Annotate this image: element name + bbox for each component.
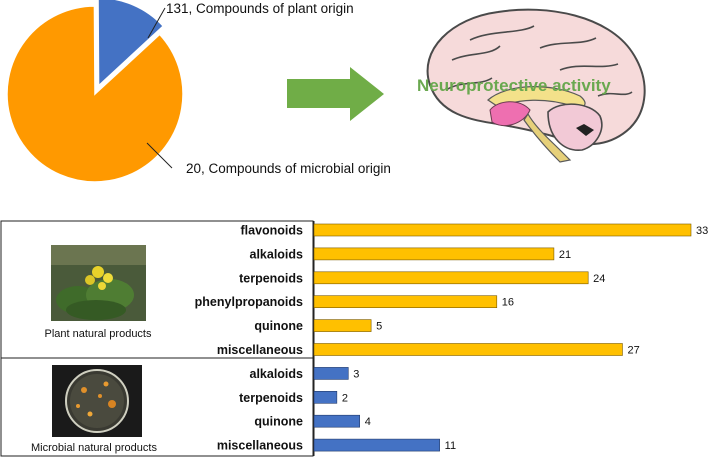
- bar-plant-alkaloids: [313, 247, 555, 261]
- category-label-miscellaneous: miscellaneous: [217, 439, 303, 453]
- cerebellum-shape: [547, 103, 603, 151]
- plant-photo: [51, 245, 146, 321]
- value-label-miscellaneous: 11: [445, 440, 456, 452]
- value-label-miscellaneous: 27: [627, 345, 639, 357]
- neuroprotective-label: Neuroprotective activity: [417, 76, 611, 95]
- brain-stem-shape: [523, 112, 572, 163]
- bar-microbial-terpenoids: [313, 390, 338, 404]
- category-label-terpenoids: terpenoids: [239, 391, 303, 405]
- cerebellum-dark-region: [576, 124, 594, 136]
- petri-dish-photo: [52, 365, 142, 437]
- pie-leader-line-plant: [147, 7, 166, 39]
- right-arrow-icon: [287, 67, 384, 121]
- bar-plant-terpenoids: [313, 271, 589, 285]
- category-label-alkaloids: alkaloids: [250, 367, 304, 381]
- pie-slice-plant: [6, 5, 184, 183]
- value-label-phenylpropanoids: 16: [502, 297, 514, 309]
- category-label-terpenoids: terpenoids: [239, 271, 303, 285]
- bar-plant-phenylpropanoids: [313, 295, 498, 309]
- bar-plant-quinone: [313, 319, 372, 332]
- category-label-alkaloids: alkaloids: [250, 247, 304, 261]
- pie-leader-line-microbial: [146, 142, 173, 169]
- bar-microbial-alkaloids: [313, 367, 349, 380]
- brain-gyri-lines: [445, 25, 633, 97]
- value-label-terpenoids: 2: [342, 392, 348, 404]
- value-label-flavonoids: 33: [696, 225, 708, 237]
- plant-panel-caption: Plant natural products: [44, 328, 152, 340]
- category-label-flavonoids: flavonoids: [240, 224, 303, 238]
- brain-illustration: [426, 8, 646, 163]
- bar-plant-flavonoids: [313, 223, 692, 237]
- value-label-terpenoids: 24: [593, 273, 605, 285]
- bar-microbial-quinone: [313, 414, 360, 428]
- bar-microbial-miscellaneous: [313, 438, 440, 452]
- pie-slice-microbial: [97, 0, 165, 88]
- pie-chart: [6, 0, 184, 183]
- bar-plant-miscellaneous: [313, 343, 623, 356]
- value-label-alkaloids: 3: [353, 368, 359, 380]
- category-label-quinone: quinone: [254, 415, 303, 429]
- category-label-phenylpropanoids: phenylpropanoids: [195, 295, 303, 309]
- value-label-quinone: 5: [376, 321, 382, 333]
- category-label-quinone: quinone: [254, 319, 303, 333]
- pie-label-microbial: 20, Compounds of microbial origin: [186, 161, 391, 176]
- pie-label-plant: 131, Compounds of plant origin: [166, 1, 354, 16]
- microbial-panel-box: [0, 357, 314, 457]
- value-label-quinone: 4: [365, 416, 371, 428]
- thalamus-shape: [489, 101, 531, 126]
- category-label-miscellaneous: miscellaneous: [217, 343, 303, 357]
- value-label-alkaloids: 21: [559, 249, 571, 261]
- microbial-panel-caption: Microbial natural products: [31, 442, 157, 454]
